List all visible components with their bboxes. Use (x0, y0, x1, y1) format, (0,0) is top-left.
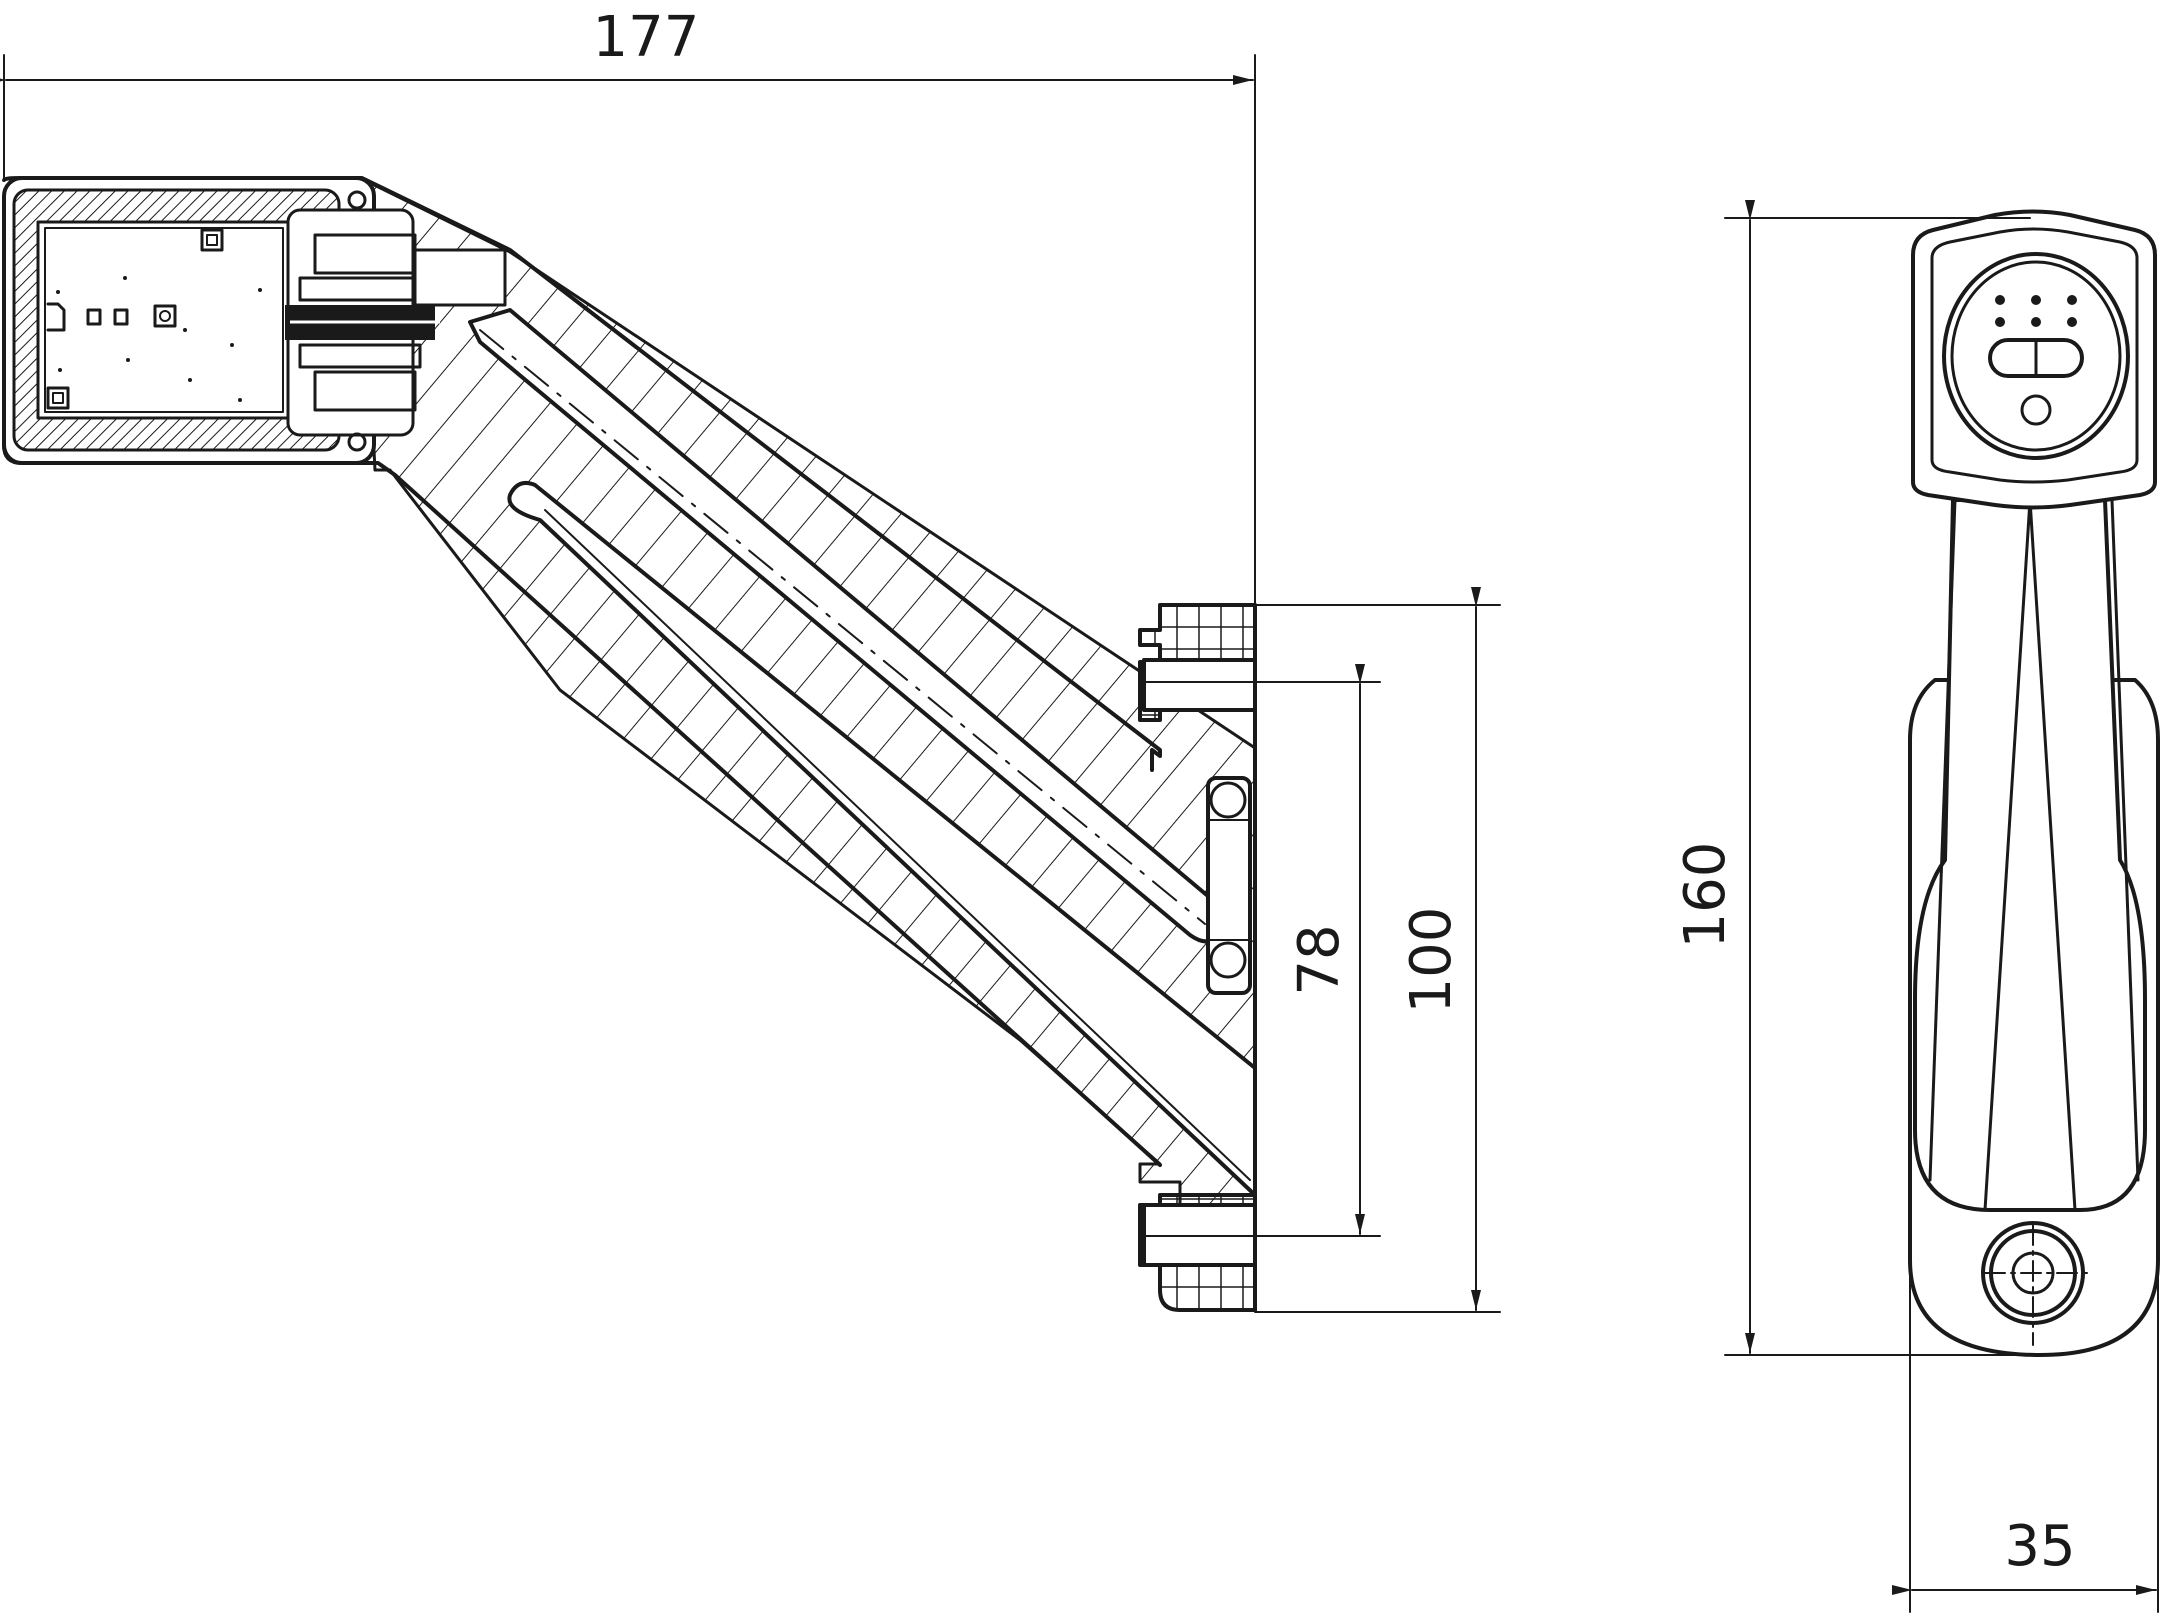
lens-grid (1950, 260, 2122, 452)
board-component (113, 308, 129, 326)
side-section-view: 177 78 100 (0, 5, 1501, 1313)
connector-block (285, 190, 507, 452)
approval-mark-icon (2020, 394, 2052, 426)
board-chip (200, 228, 224, 252)
dimension-177-label: 177 (593, 5, 700, 70)
screw-icon (347, 190, 367, 210)
board-chip (206, 234, 218, 246)
dimension-78: 78 (1139, 664, 1381, 1237)
dimension-100: 100 (1254, 587, 1501, 1313)
front-ridge-line (2028, 498, 2077, 1212)
mount-hole-icon (1209, 941, 1247, 979)
board-chip (52, 392, 64, 404)
front-ridge-line (1983, 498, 2032, 1212)
board-component (46, 302, 66, 332)
front-lamp-head-inner (1930, 227, 2139, 484)
lower-channel-line (544, 509, 1251, 1181)
dimension-78-label: 78 (1287, 924, 1352, 995)
board-chip (46, 386, 70, 410)
dimension-35-label: 35 (2004, 1514, 2075, 1579)
dimension-160: 160 (1673, 200, 2041, 1356)
dimension-35: 35 (1892, 1209, 2159, 1613)
mount-hole-icon (1209, 781, 1247, 819)
board-chip (153, 304, 177, 328)
dimension-100-label: 100 (1399, 907, 1464, 1014)
front-ridge-line (2110, 498, 2140, 1182)
board-dots (56, 276, 262, 402)
front-ridge-line (1928, 498, 1957, 1182)
dimension-177: 177 (0, 5, 1256, 606)
lens-dots (1995, 295, 2077, 327)
board-chip (159, 310, 171, 322)
dimension-160-label: 160 (1673, 842, 1738, 949)
board-component (86, 308, 102, 326)
front-view: 160 35 (1673, 200, 2160, 1613)
front-arm-shape (1913, 498, 2147, 1212)
screw-icon (347, 432, 367, 452)
cable-centerline (479, 329, 1206, 925)
